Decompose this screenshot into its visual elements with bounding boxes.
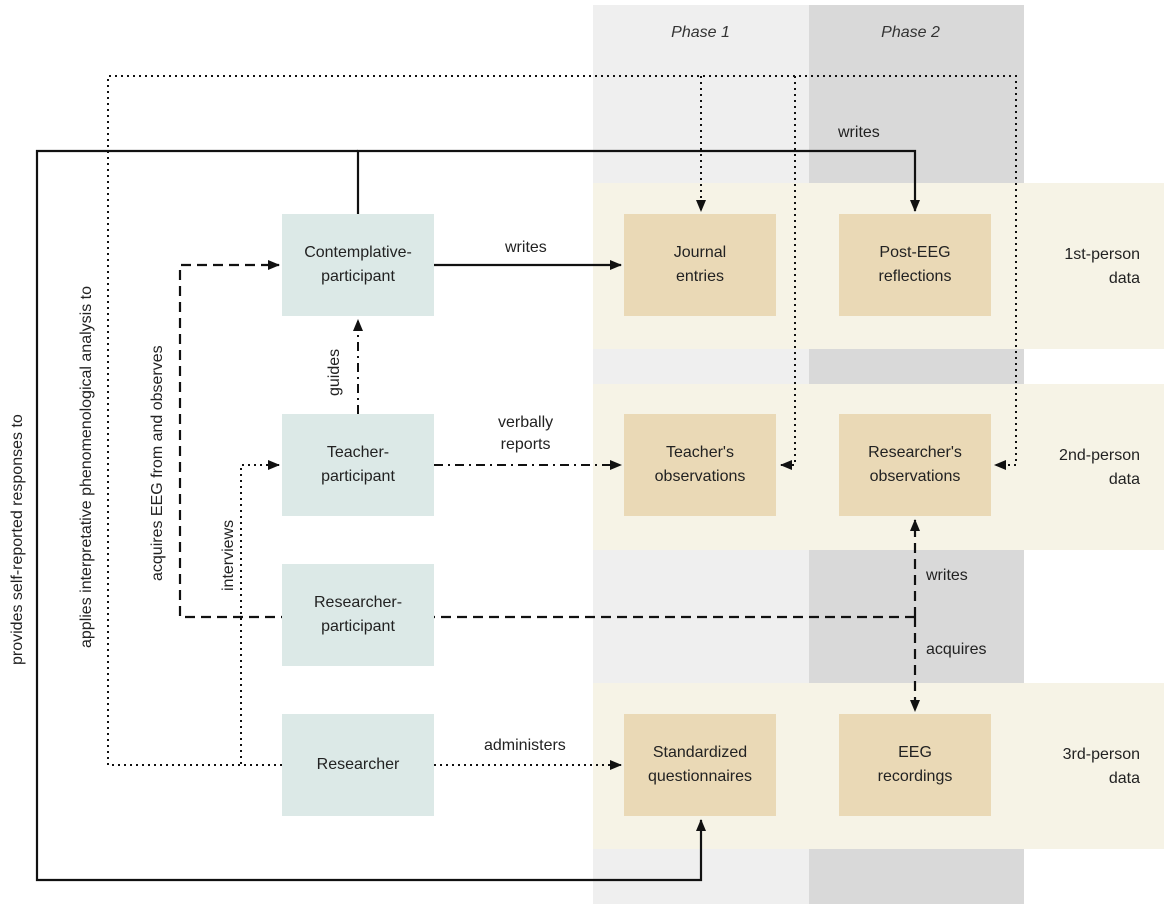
eeg-recordings-box: EEG recordings — [839, 714, 991, 816]
edge-provides-self-reported — [35, 149, 706, 882]
edge-interviews — [240, 460, 282, 766]
journal-entries-box: Journal entries — [624, 214, 776, 316]
administers-label: administers — [484, 737, 566, 754]
edge-writes-post-eeg — [356, 149, 920, 214]
researcher-box: Researcher — [282, 714, 434, 816]
guides-label: guides — [326, 348, 343, 396]
writes-researcher-label: writes — [926, 567, 968, 584]
edge-ipa-teacher-obs — [780, 76, 796, 470]
writes-journal-label: writes — [505, 239, 547, 256]
acquires-eeg-observes-label: acquires EEG from and observes — [149, 345, 166, 581]
edge-applies-ipa — [107, 75, 1017, 766]
researcher-participant-box: Researcher- participant — [282, 564, 434, 666]
teachers-observations-box: Teacher's observations — [624, 414, 776, 516]
third-person-data-label: 3rd-person data — [1062, 746, 1140, 787]
acquires-label: acquires — [926, 641, 987, 658]
first-person-data-label: 1st-person data — [1064, 246, 1140, 287]
writes-post-eeg-label: writes — [838, 124, 880, 141]
applies-ipa-label: applies interpretative phenomenological … — [78, 286, 95, 648]
edge-acquires-eeg-observes — [178, 260, 915, 619]
verbally-reports-label: verbally reports — [498, 414, 554, 453]
teacher-participant-box: Teacher- participant — [282, 414, 434, 516]
second-person-data-label: 2nd-person data — [1059, 447, 1140, 488]
phase-1-label: Phase 1 — [671, 24, 730, 41]
standardized-questionnaires-box: Standardized questionnaires — [624, 714, 776, 816]
researchers-observations-box: Researcher's observations — [839, 414, 991, 516]
provides-self-reported-label: provides self-reported responses to — [9, 414, 26, 665]
interviews-label: interviews — [220, 519, 237, 591]
phase-2-label: Phase 2 — [881, 24, 940, 41]
contemplative-participant-box: Contemplative- participant — [282, 214, 434, 316]
post-eeg-reflections-box: Post-EEG reflections — [839, 214, 991, 316]
